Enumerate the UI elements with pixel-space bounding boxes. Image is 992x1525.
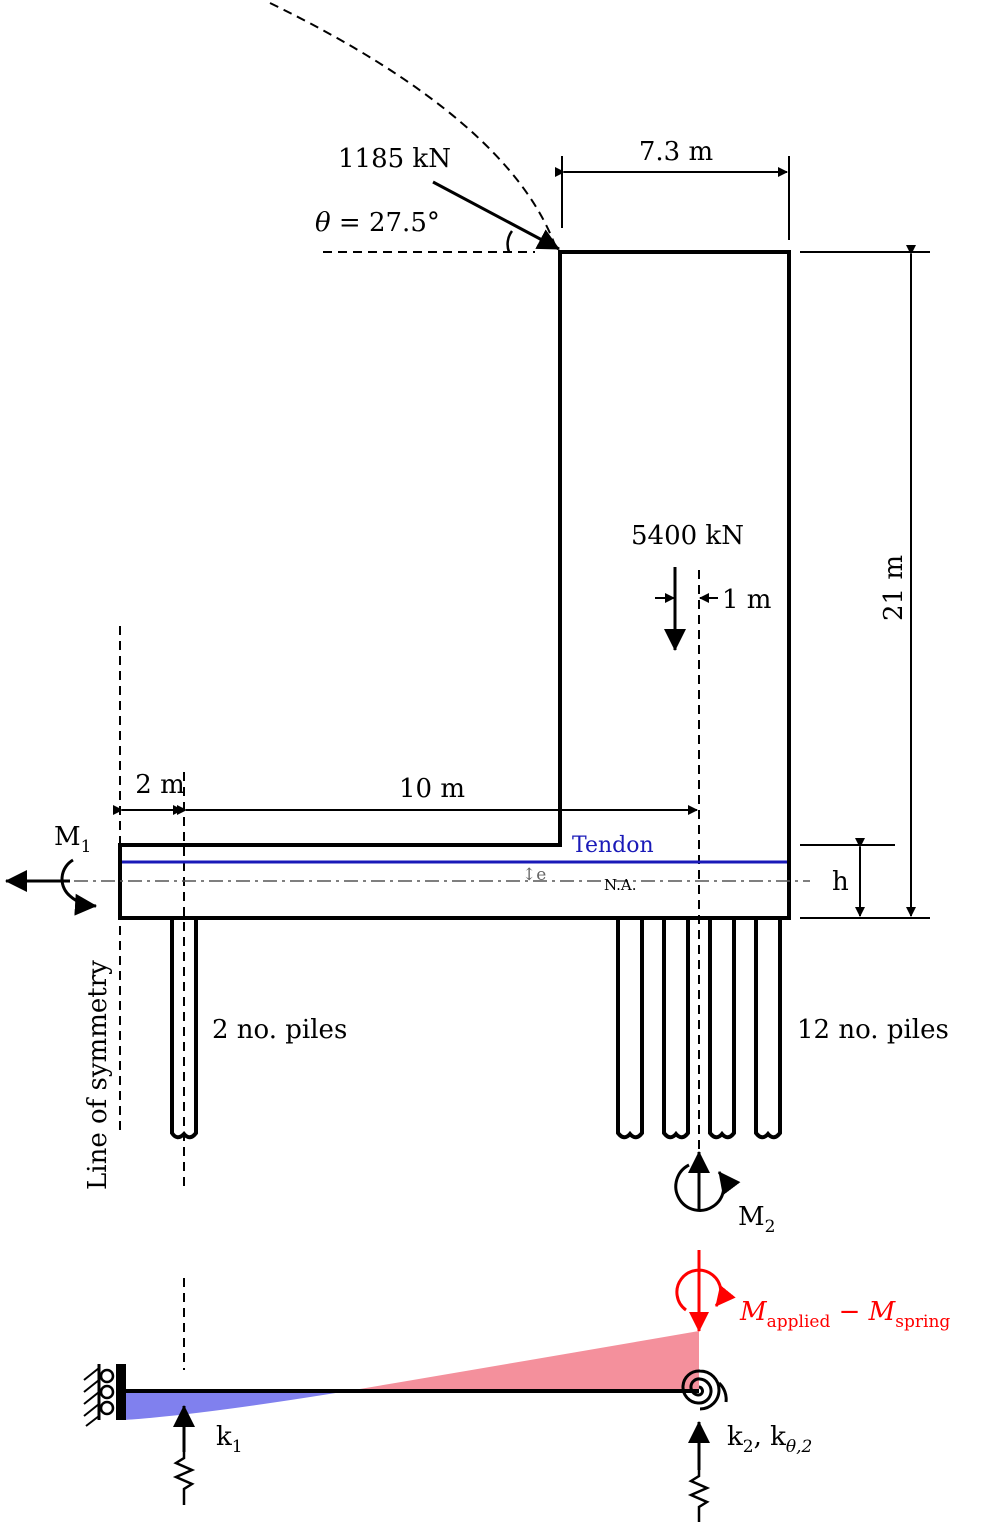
sliding-support-plate	[116, 1364, 126, 1420]
m2-main: M	[738, 1202, 765, 1232]
k1-spring	[172, 1452, 196, 1505]
dim-10m-label: 10 m	[399, 774, 465, 804]
support-roller-2	[99, 1384, 115, 1400]
theta-label: θ = 27.5°	[315, 208, 440, 238]
rotational-spring-tail	[717, 1381, 728, 1403]
theta-symbol: θ	[315, 208, 331, 238]
k2-separator: , k	[754, 1422, 787, 1452]
theta-value: = 27.5°	[331, 208, 440, 238]
offset-label: 1 m	[722, 585, 771, 615]
inclined-load-arrow	[432, 180, 560, 251]
theta-angle-arc	[506, 230, 514, 253]
support-roller-1	[99, 1368, 115, 1384]
vertical-load-label: 5400 kN	[631, 521, 744, 551]
neutral-axis-label: N.A.	[604, 876, 637, 894]
eccentricity-label: ↕e	[522, 865, 546, 885]
applied-moment-label: Mapplied − Mspring	[739, 1297, 950, 1332]
k1-main: k	[216, 1422, 232, 1452]
m-spring-sub: spring	[895, 1312, 950, 1332]
m2-label: M2	[738, 1202, 775, 1237]
m2-sub: 2	[765, 1217, 776, 1237]
ktheta-sub: θ,2	[786, 1437, 812, 1457]
rotational-spring	[681, 1369, 721, 1411]
support-hatching	[83, 1367, 100, 1427]
m-applied-sub: applied	[767, 1312, 831, 1332]
right-pile-3	[708, 920, 736, 1140]
applied-moment-arrow	[675, 1268, 736, 1312]
m1-main: M	[54, 822, 81, 852]
wall-base-outline	[118, 250, 791, 920]
positive-moment-area	[348, 1331, 699, 1391]
k2-spring	[687, 1470, 711, 1522]
m-applied-main: M	[739, 1297, 768, 1327]
h-label: h	[832, 867, 849, 897]
m1-label: M1	[54, 822, 91, 857]
k1-sub: 1	[232, 1437, 243, 1457]
right-pile-4	[754, 920, 782, 1140]
dim-wall-width-label: 7.3 m	[639, 137, 713, 167]
dim-2m-label: 2 m	[135, 770, 184, 800]
right-pile-1	[616, 920, 644, 1140]
m1-sub: 1	[81, 837, 92, 857]
k2-main: k	[727, 1422, 743, 1452]
m-spring-main: M	[868, 1297, 897, 1327]
right-pile-2	[662, 920, 690, 1140]
inclined-load-label: 1185 kN	[338, 144, 451, 174]
symmetry-label: Line of symmetry	[83, 960, 113, 1190]
left-pile	[170, 920, 198, 1140]
k2-label: k2, kθ,2	[727, 1422, 812, 1457]
load-trajectory-arc	[269, 2, 557, 249]
left-piles-label: 2 no. piles	[212, 1015, 347, 1045]
right-piles-label: 12 no. piles	[797, 1015, 949, 1045]
m2-moment-arrow	[674, 1163, 741, 1212]
negative-moment-area	[124, 1391, 348, 1420]
support-roller-3	[99, 1400, 115, 1416]
k1-label: k1	[216, 1422, 243, 1457]
tendon-label: Tendon	[572, 833, 654, 858]
m-minus: −	[830, 1297, 868, 1327]
m1-moment-arrow	[60, 858, 97, 916]
k2-sub: 2	[743, 1437, 754, 1457]
dim-height-label: 21 m	[879, 555, 909, 621]
